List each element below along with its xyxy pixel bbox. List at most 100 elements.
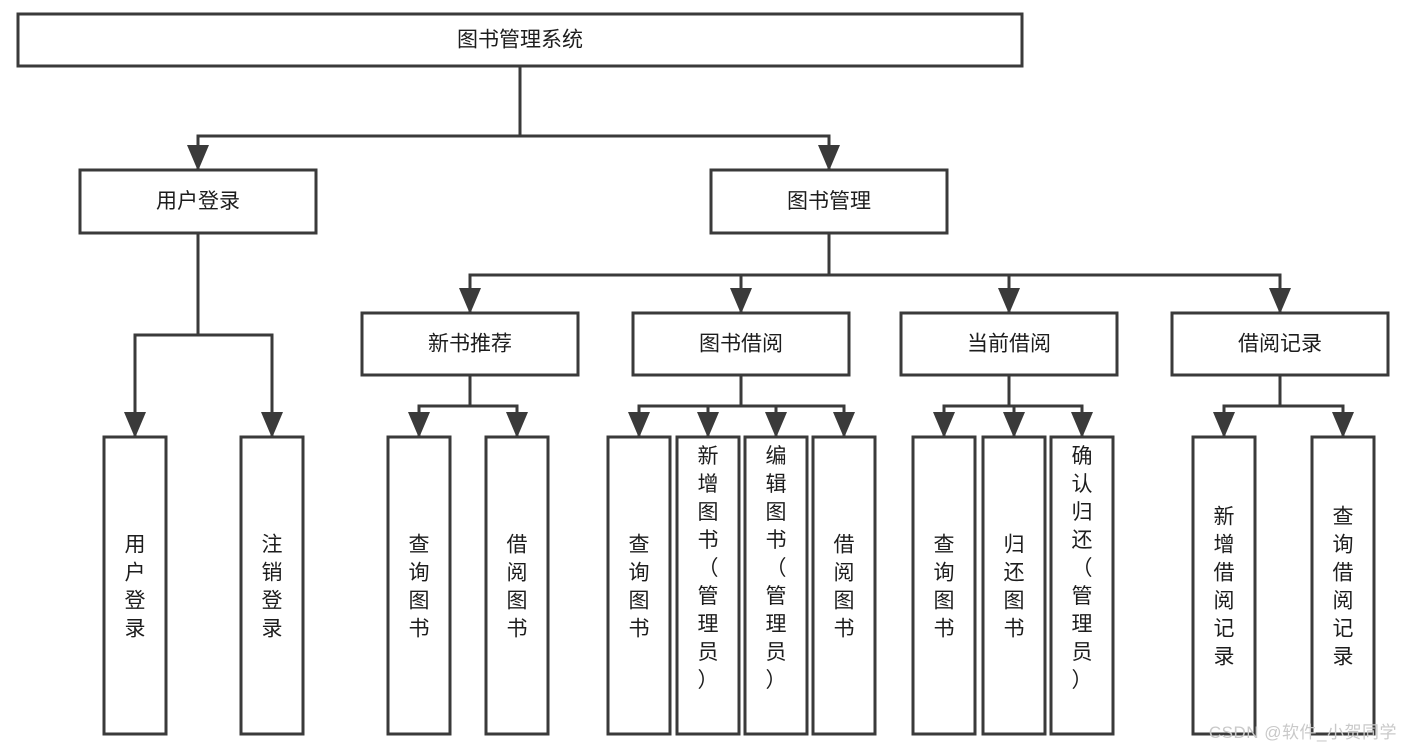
- connector-root-to-level1: [187, 64, 840, 171]
- node-box-leaf-add-book-admin[interactable]: [675, 435, 741, 736]
- node-label-char: （: [1072, 557, 1093, 580]
- node-label-char: 还: [1072, 529, 1093, 552]
- node-label-char: （: [698, 557, 719, 580]
- connector-bookmgmt-to-level2: [459, 231, 1291, 314]
- node-label-char: 还: [1004, 562, 1025, 585]
- connector-record-to-leaves: [1213, 373, 1354, 438]
- node-label-char: 查: [1333, 506, 1354, 529]
- node-box-leaf-return-book[interactable]: [981, 435, 1047, 736]
- node-label-char: 询: [1333, 534, 1354, 557]
- node-box-leaf-edit-book-admin[interactable]: [743, 435, 809, 736]
- arrow-head-icon: [998, 288, 1020, 314]
- node-label-char: 录: [125, 618, 146, 641]
- node-label-char: 认: [1072, 473, 1093, 496]
- node-box-leaf-borrow-book[interactable]: [811, 435, 877, 736]
- node-box-leaf-add-borrow-record[interactable]: [1191, 435, 1257, 736]
- node-label-char: 新: [1214, 506, 1235, 529]
- arrow-head-icon: [1071, 412, 1093, 438]
- node-box-leaf-borrow-book-recommend[interactable]: [484, 435, 550, 736]
- node-label-char: 书: [766, 529, 787, 552]
- node-box-leaf-logout[interactable]: [239, 435, 305, 736]
- connector-borrow-to-leaves: [628, 373, 855, 438]
- node-label-char: 阅: [834, 562, 855, 585]
- node-borrow-record[interactable]: 借阅记录: [1170, 311, 1390, 377]
- node-label-char: 编: [766, 445, 787, 468]
- node-label-char: 图: [834, 590, 855, 613]
- node-label-char: 理: [698, 613, 719, 636]
- node-user-login[interactable]: 用户登录: [78, 168, 318, 235]
- arrow-head-icon: [933, 412, 955, 438]
- node-box-leaf-user-login[interactable]: [102, 435, 168, 736]
- node-label-char: 图: [629, 590, 650, 613]
- node-label-char: 记: [1214, 618, 1235, 641]
- node-label-char: ）: [1072, 669, 1093, 692]
- node-box-leaf-query-borrow-record[interactable]: [1310, 435, 1376, 736]
- node-label-char: 管: [766, 585, 787, 608]
- node-label-char: 归: [1072, 501, 1093, 524]
- node-new-book-recommend[interactable]: 新书推荐: [360, 311, 580, 377]
- node-label-char: 书: [629, 618, 650, 641]
- arrow-head-icon: [408, 412, 430, 438]
- node-box-user-login[interactable]: [78, 168, 318, 235]
- node-box-root[interactable]: [16, 12, 1024, 68]
- node-box-leaf-query-book-current[interactable]: [911, 435, 977, 736]
- node-box-leaf-query-book-borrow[interactable]: [606, 435, 672, 736]
- node-label-char: 查: [934, 534, 955, 557]
- node-label-char: ）: [698, 669, 719, 692]
- node-box-leaf-confirm-return-admin[interactable]: [1049, 435, 1115, 736]
- watermark-text: CSDN @软件_小贺同学: [1208, 723, 1397, 742]
- node-book-management[interactable]: 图书管理: [709, 168, 949, 235]
- node-box-book-borrow[interactable]: [631, 311, 851, 377]
- arrow-head-icon: [697, 412, 719, 438]
- node-label-char: 归: [1004, 534, 1025, 557]
- node-label-char: 书: [834, 618, 855, 641]
- node-root[interactable]: 图书管理系统: [16, 12, 1024, 68]
- node-label-borrow-record: 借阅记录: [1238, 333, 1322, 356]
- node-label-char: 户: [125, 562, 146, 585]
- node-box-book-management[interactable]: [709, 168, 949, 235]
- node-label-char: 理: [766, 613, 787, 636]
- connector-recommend-to-leaves: [408, 373, 528, 438]
- node-label-root: 图书管理系统: [457, 29, 583, 52]
- node-label-char: 登: [262, 590, 283, 613]
- node-label-book-management: 图书管理: [787, 190, 871, 213]
- node-label-new-book-recommend: 新书推荐: [428, 333, 512, 356]
- node-label-char: 图: [934, 590, 955, 613]
- node-box-current-borrow[interactable]: [899, 311, 1119, 377]
- node-label-char: 图: [409, 590, 430, 613]
- arrow-head-icon: [1213, 412, 1235, 438]
- node-label-char: 阅: [1333, 590, 1354, 613]
- node-book-borrow[interactable]: 图书借阅: [631, 311, 851, 377]
- node-label-char: 录: [1214, 646, 1235, 669]
- connector-userlogin-to-leaves: [124, 231, 283, 438]
- arrow-head-icon: [1003, 412, 1025, 438]
- node-label-char: 图: [507, 590, 528, 613]
- arrow-head-icon: [628, 412, 650, 438]
- node-label-char: 阅: [1214, 590, 1235, 613]
- node-label-char: 书: [1004, 618, 1025, 641]
- node-box-leaf-query-book-recommend[interactable]: [386, 435, 452, 736]
- node-label-char: 询: [934, 562, 955, 585]
- node-label-char: 确: [1072, 445, 1093, 468]
- node-box-borrow-record[interactable]: [1170, 311, 1390, 377]
- node-label-char: 增: [1214, 534, 1235, 557]
- node-label-char: 辑: [766, 473, 787, 496]
- node-current-borrow[interactable]: 当前借阅: [899, 311, 1119, 377]
- node-label-char: 询: [629, 562, 650, 585]
- node-leaf-user-login[interactable]: 用户登录: [102, 435, 168, 736]
- node-label-char: 销: [262, 562, 283, 585]
- node-box-new-book-recommend[interactable]: [360, 311, 580, 377]
